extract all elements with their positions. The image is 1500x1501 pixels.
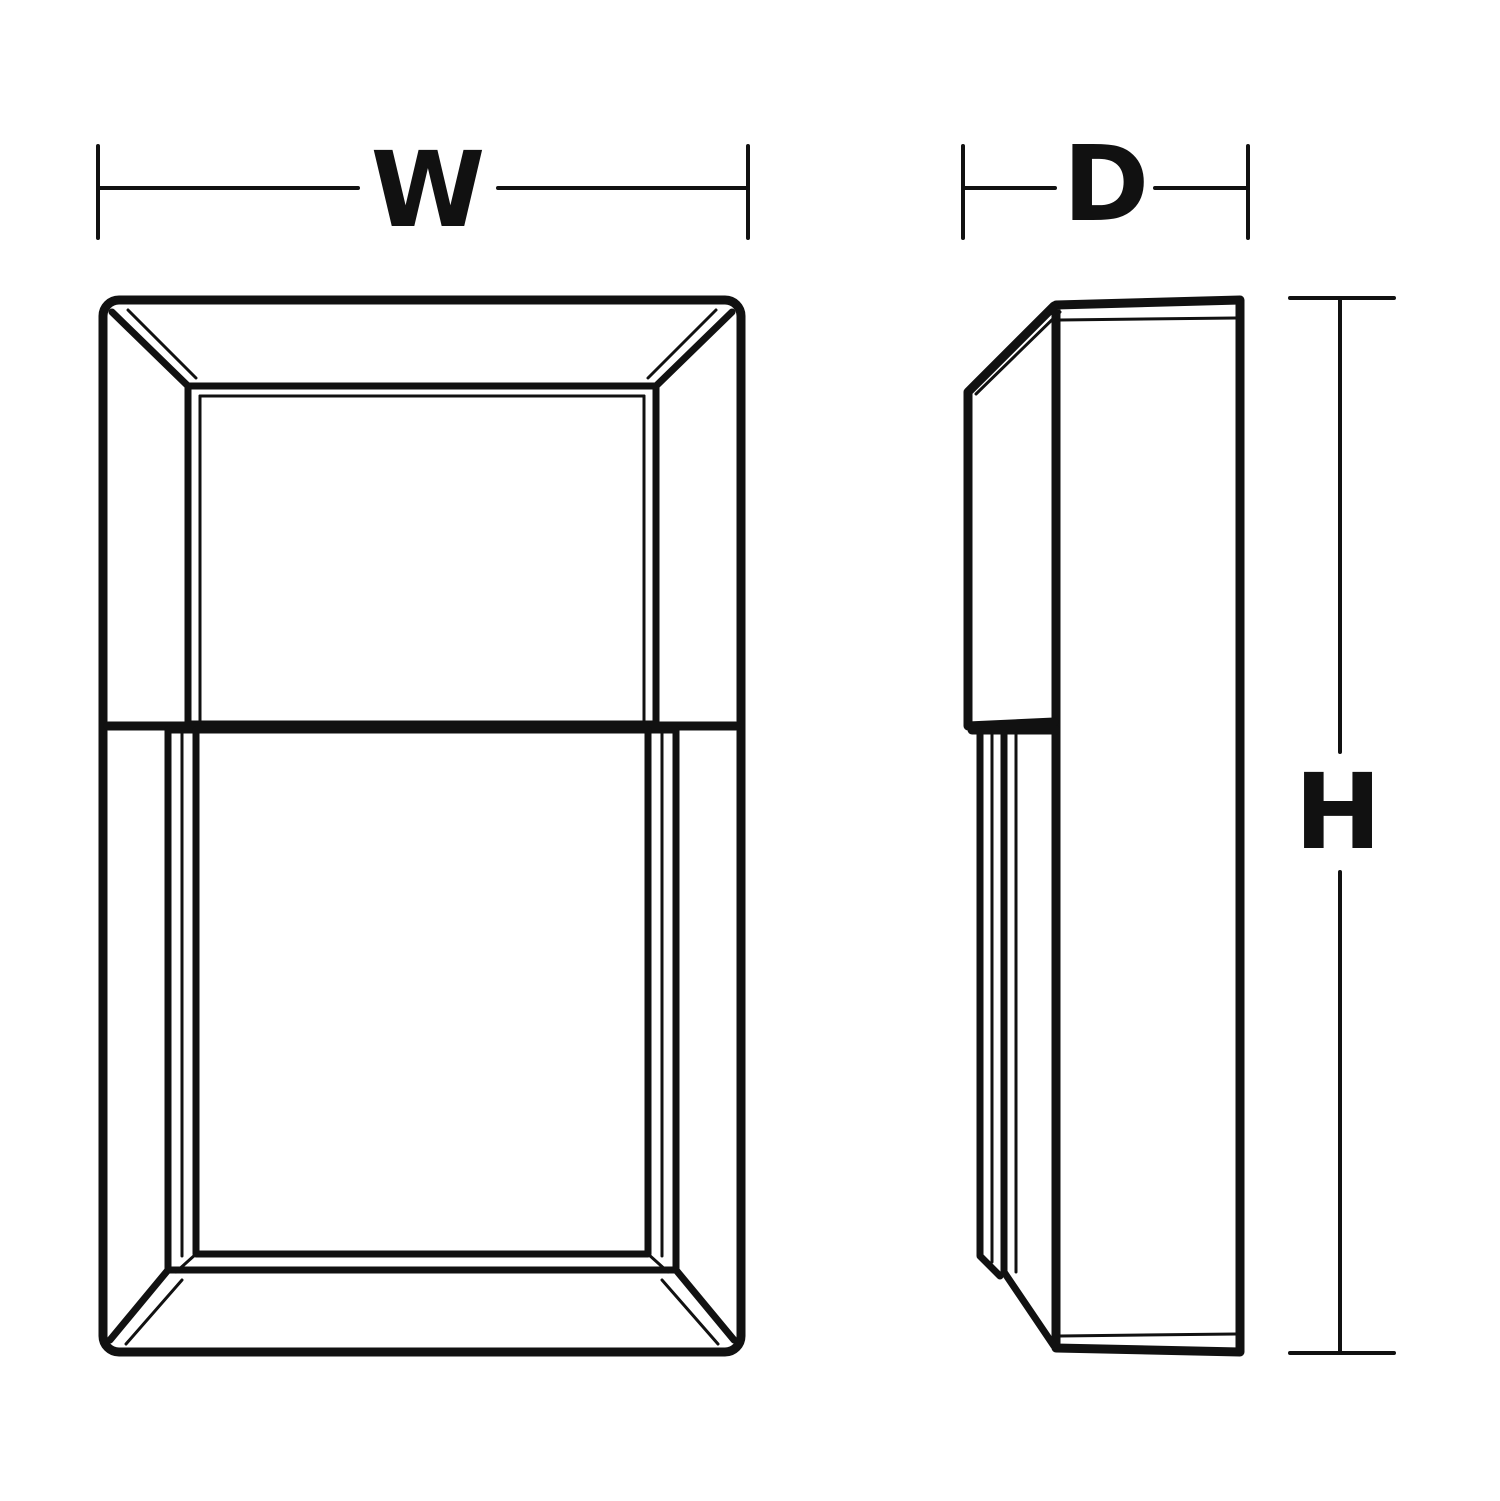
width-label: W: [371, 129, 486, 251]
side-main-body: [1051, 295, 1245, 1357]
front-lower-frame: [106, 726, 738, 1346]
side-lower-lens: [967, 725, 1061, 1350]
side-upper-housing: [963, 301, 1059, 731]
front-outer-body: [98, 295, 746, 1357]
front-upper-frame: [108, 308, 736, 728]
depth-label: D: [1063, 123, 1149, 245]
width-dimension: [96, 144, 750, 240]
height-label: H: [1294, 751, 1381, 873]
front-view: [98, 295, 746, 1357]
depth-dimension: [961, 144, 1250, 240]
side-view: [963, 295, 1245, 1357]
height-dimension: [1288, 296, 1396, 1355]
